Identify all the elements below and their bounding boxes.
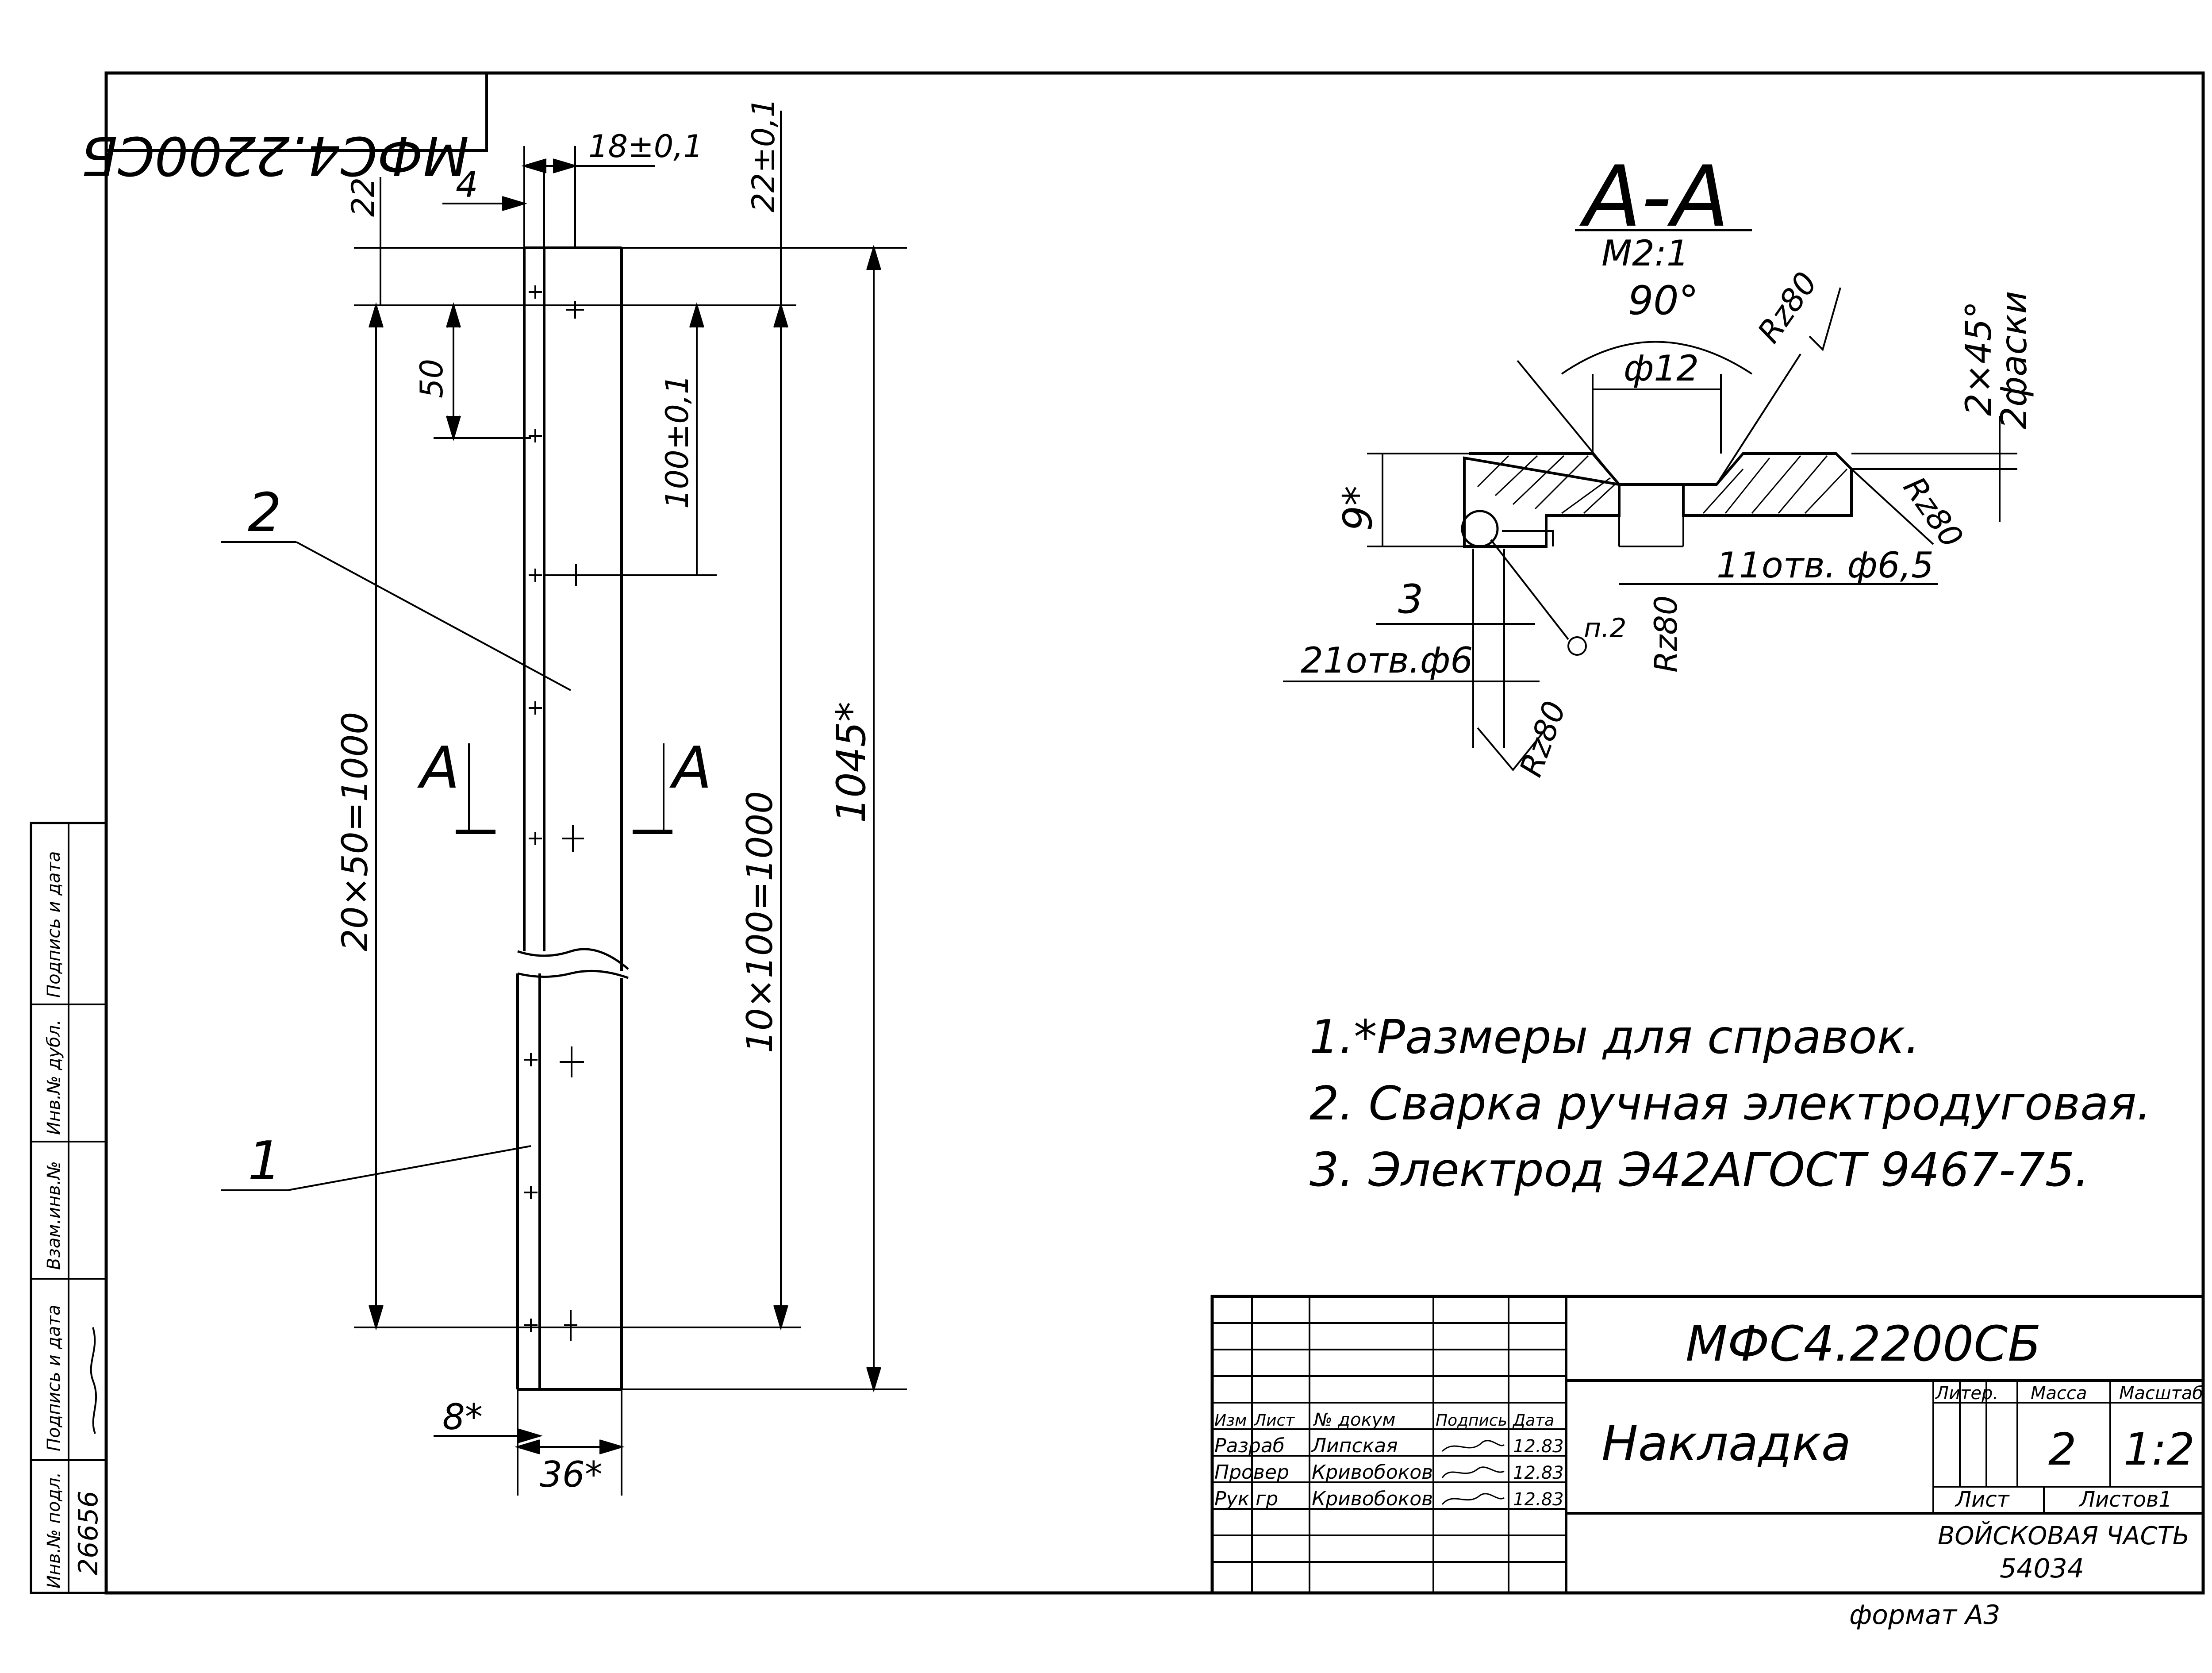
angle-90: 90°	[1628, 277, 1699, 324]
hdr-list: Лист	[1253, 1411, 1295, 1430]
chamfer-text-a: 2×45°	[1958, 301, 1999, 416]
note-2: 2. Сварка ручная электродуговая.	[1310, 1077, 2151, 1131]
dim-22-top: 22±0,1	[745, 98, 782, 212]
dim-10x100: 10×100=1000	[739, 791, 780, 1053]
dim-3: 3	[1398, 576, 1423, 623]
row3-date: 12.83	[1513, 1489, 1564, 1510]
signature-mark	[90, 1327, 97, 1434]
row2-name: Кривобоков	[1312, 1461, 1433, 1484]
drawing-code-rotated: МФС4.2200СБ	[81, 124, 469, 186]
stamp-label-sign: Подпись и дата	[44, 1305, 64, 1451]
dim-22: 22	[345, 177, 381, 217]
plate-section	[1463, 452, 1853, 548]
stamp-label-sign2: Подпись и дата	[44, 851, 64, 998]
dim-18: 18±0,1	[588, 128, 703, 165]
rz80-right: Rz80	[1896, 470, 1970, 554]
hdr-doc: № докум	[1313, 1410, 1395, 1430]
holes-11: 11отв. ф6,5	[1717, 545, 1934, 586]
org-line2: 54034	[2000, 1553, 2084, 1584]
strip-part	[516, 246, 629, 1391]
row3-role: Рук.гр	[1214, 1488, 1278, 1510]
section-view: А-А М2:1 90° ф12 Rz80 Rz80	[1283, 148, 2035, 781]
mass-value: 2	[2048, 1423, 2077, 1475]
rz80-top: Rz80	[1751, 265, 1824, 350]
callout-pos2: 2	[248, 482, 281, 544]
row1-role: Разраб	[1214, 1435, 1285, 1457]
chamfer-text-b: 2фаски	[1993, 291, 2035, 429]
hdr-sign: Подпись	[1436, 1411, 1507, 1430]
rz80-left: Rz80	[1513, 696, 1573, 781]
note-3: 3. Электрод Э42АГОСТ 9467-75.	[1310, 1143, 2089, 1197]
dim-50: 50	[414, 359, 450, 398]
row1-name: Липская	[1311, 1435, 1398, 1457]
hdr-date: Дата	[1512, 1411, 1554, 1430]
title-block: МФС4.2200СБ Накладка Изм Лист № докум По…	[1210, 1295, 2205, 1595]
dim-8: 8*	[442, 1396, 483, 1438]
dim-phi12: ф12	[1624, 348, 1699, 389]
dim-9: 9*	[1335, 486, 1381, 531]
stamp-label-vzam: Взам.инв.№	[44, 1161, 64, 1270]
scale-label: Масштаб	[2119, 1383, 2203, 1404]
dim-20x50: 20×50=1000	[334, 712, 376, 951]
callout-pos1: 1	[248, 1131, 281, 1192]
org-line1: ВОЙСКОВАЯ ЧАСТЬ	[1938, 1522, 2189, 1550]
part-name: Накладка	[1601, 1415, 1851, 1472]
dimension-lines	[221, 111, 907, 1496]
signature-2	[1441, 1466, 1505, 1478]
note-1: 1.*Размеры для справок.	[1310, 1010, 1920, 1064]
side-stamp: Инв.№ подл. Подпись и дата Взам.инв.№ Ин…	[30, 822, 108, 1594]
hdr-izm: Изм	[1214, 1411, 1247, 1430]
section-mark-right: А	[669, 734, 712, 801]
sheets-label: Листов1	[2078, 1487, 2172, 1512]
row2-date: 12.83	[1513, 1463, 1564, 1483]
title-code: МФС4.2200СБ	[1686, 1315, 2041, 1372]
holes-21: 21отв.ф6	[1301, 640, 1473, 681]
signature-3	[1441, 1493, 1505, 1505]
litera-label: Литер.	[1935, 1383, 1998, 1404]
stamp-label-inv: Инв.№ подл.	[44, 1472, 64, 1588]
dim-1045: 1045*	[828, 702, 875, 823]
row2-role: Провер	[1214, 1461, 1289, 1484]
mass-label: Масса	[2031, 1383, 2087, 1404]
section-scale: М2:1	[1601, 233, 1689, 274]
row1-date: 12.83	[1513, 1436, 1564, 1457]
format-label: формат А3	[1849, 1600, 2000, 1631]
weld-note: п.2	[1584, 613, 1626, 644]
dim-36: 36*	[540, 1454, 603, 1495]
sheet-label: Лист	[1955, 1487, 2010, 1512]
scale-value: 1:2	[2124, 1423, 2195, 1475]
dim-100: 100±0,1	[659, 374, 695, 509]
stamp-inv-number: 26656	[73, 1491, 104, 1575]
code-box	[105, 72, 488, 152]
row3-name: Кривобоков	[1312, 1488, 1433, 1510]
signature-1	[1441, 1440, 1505, 1452]
rz80-bottom: Rz80	[1648, 596, 1684, 673]
dim-4: 4	[456, 164, 478, 205]
section-mark-left: А	[417, 734, 460, 801]
stamp-label-dubl: Инв.№ дубл.	[44, 1019, 64, 1135]
dimension-texts: 4 18±0,1 22 22±0,1 50 100±0,1 20×50=1000…	[248, 98, 875, 1495]
technical-notes: 1.*Размеры для справок. 2. Сварка ручная…	[1310, 1010, 2151, 1197]
